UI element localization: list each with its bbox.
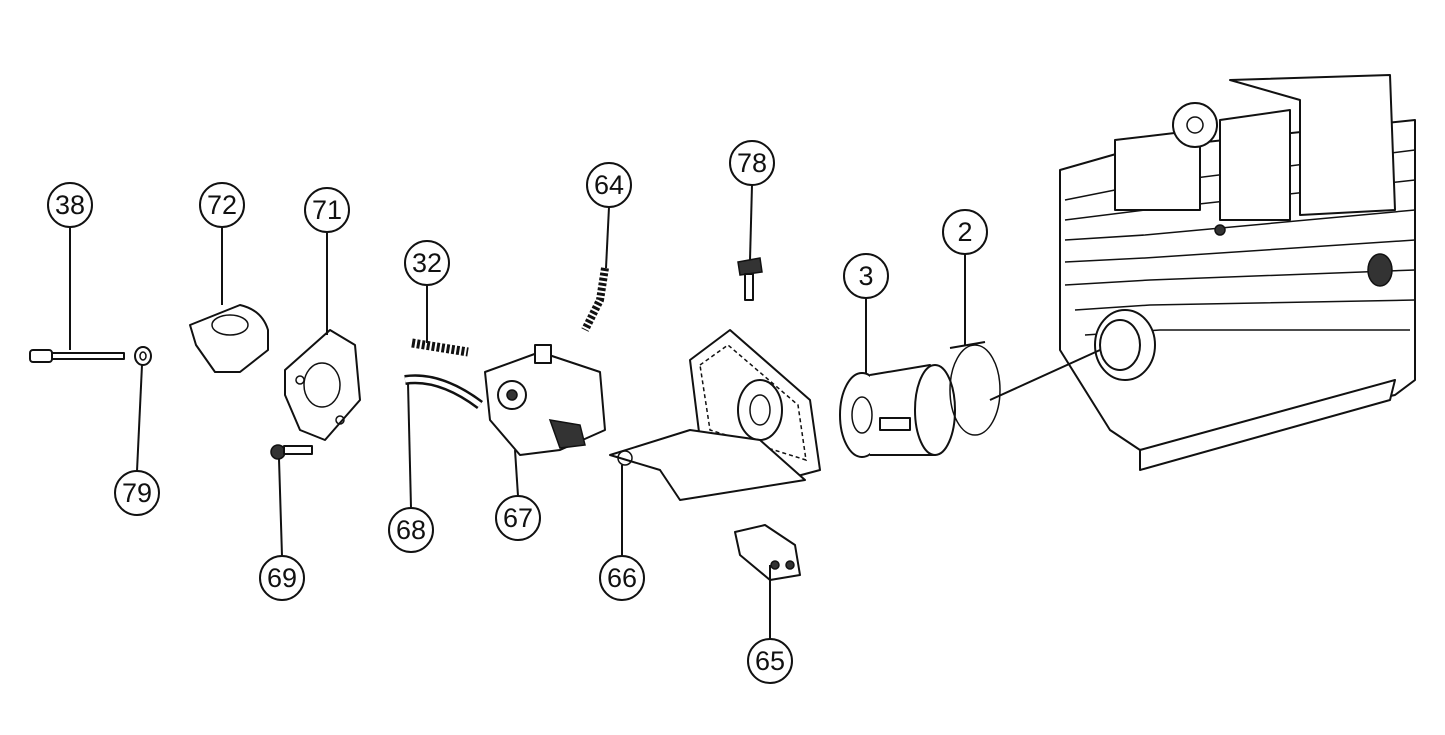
part-intake-66 <box>609 329 821 501</box>
callout-label: 65 <box>755 646 785 676</box>
callout-66: 66 <box>599 555 645 601</box>
part-bolt-38 <box>29 349 125 363</box>
part-flange-71 <box>284 329 361 441</box>
callout-label: 3 <box>858 261 873 291</box>
callout-label: 38 <box>55 190 85 220</box>
part-clamp-2 <box>949 341 1001 436</box>
callout-label: 32 <box>412 248 442 278</box>
callout-2: 2 <box>942 209 988 255</box>
part-screw-78 <box>737 257 763 301</box>
callout-label: 79 <box>122 478 152 508</box>
leader-lines <box>69 184 966 639</box>
callout-label: 66 <box>607 563 637 593</box>
part-cylinder <box>1059 74 1416 471</box>
part-gasket-72 <box>189 304 269 373</box>
callout-38: 38 <box>47 182 93 228</box>
callout-64: 64 <box>586 162 632 208</box>
callout-78: 78 <box>729 140 775 186</box>
callout-label: 67 <box>503 503 533 533</box>
part-boot-3 <box>839 364 956 458</box>
assembly-line <box>989 349 1101 401</box>
callout-79: 79 <box>114 470 160 516</box>
callout-label: 2 <box>957 217 972 247</box>
callout-label: 78 <box>737 148 767 178</box>
part-hose-32 <box>411 338 469 357</box>
part-washer-79 <box>134 346 152 366</box>
part-carburetor-67 <box>484 344 606 456</box>
part-spacer-65 <box>734 524 801 581</box>
callout-label: 64 <box>594 170 624 200</box>
part-screw-69 <box>270 444 313 460</box>
callout-3: 3 <box>843 253 889 299</box>
part-fuel-line-64 <box>581 267 609 332</box>
callout-65: 65 <box>747 638 793 684</box>
callout-32: 32 <box>404 240 450 286</box>
callout-68: 68 <box>388 507 434 553</box>
callout-69: 69 <box>259 555 305 601</box>
callout-label: 68 <box>396 515 426 545</box>
callout-72: 72 <box>199 182 245 228</box>
part-hose-68 <box>404 374 483 410</box>
callout-71: 71 <box>304 187 350 233</box>
callout-label: 69 <box>267 563 297 593</box>
callout-label: 71 <box>312 195 342 225</box>
callout-67: 67 <box>495 495 541 541</box>
callout-label: 72 <box>207 190 237 220</box>
